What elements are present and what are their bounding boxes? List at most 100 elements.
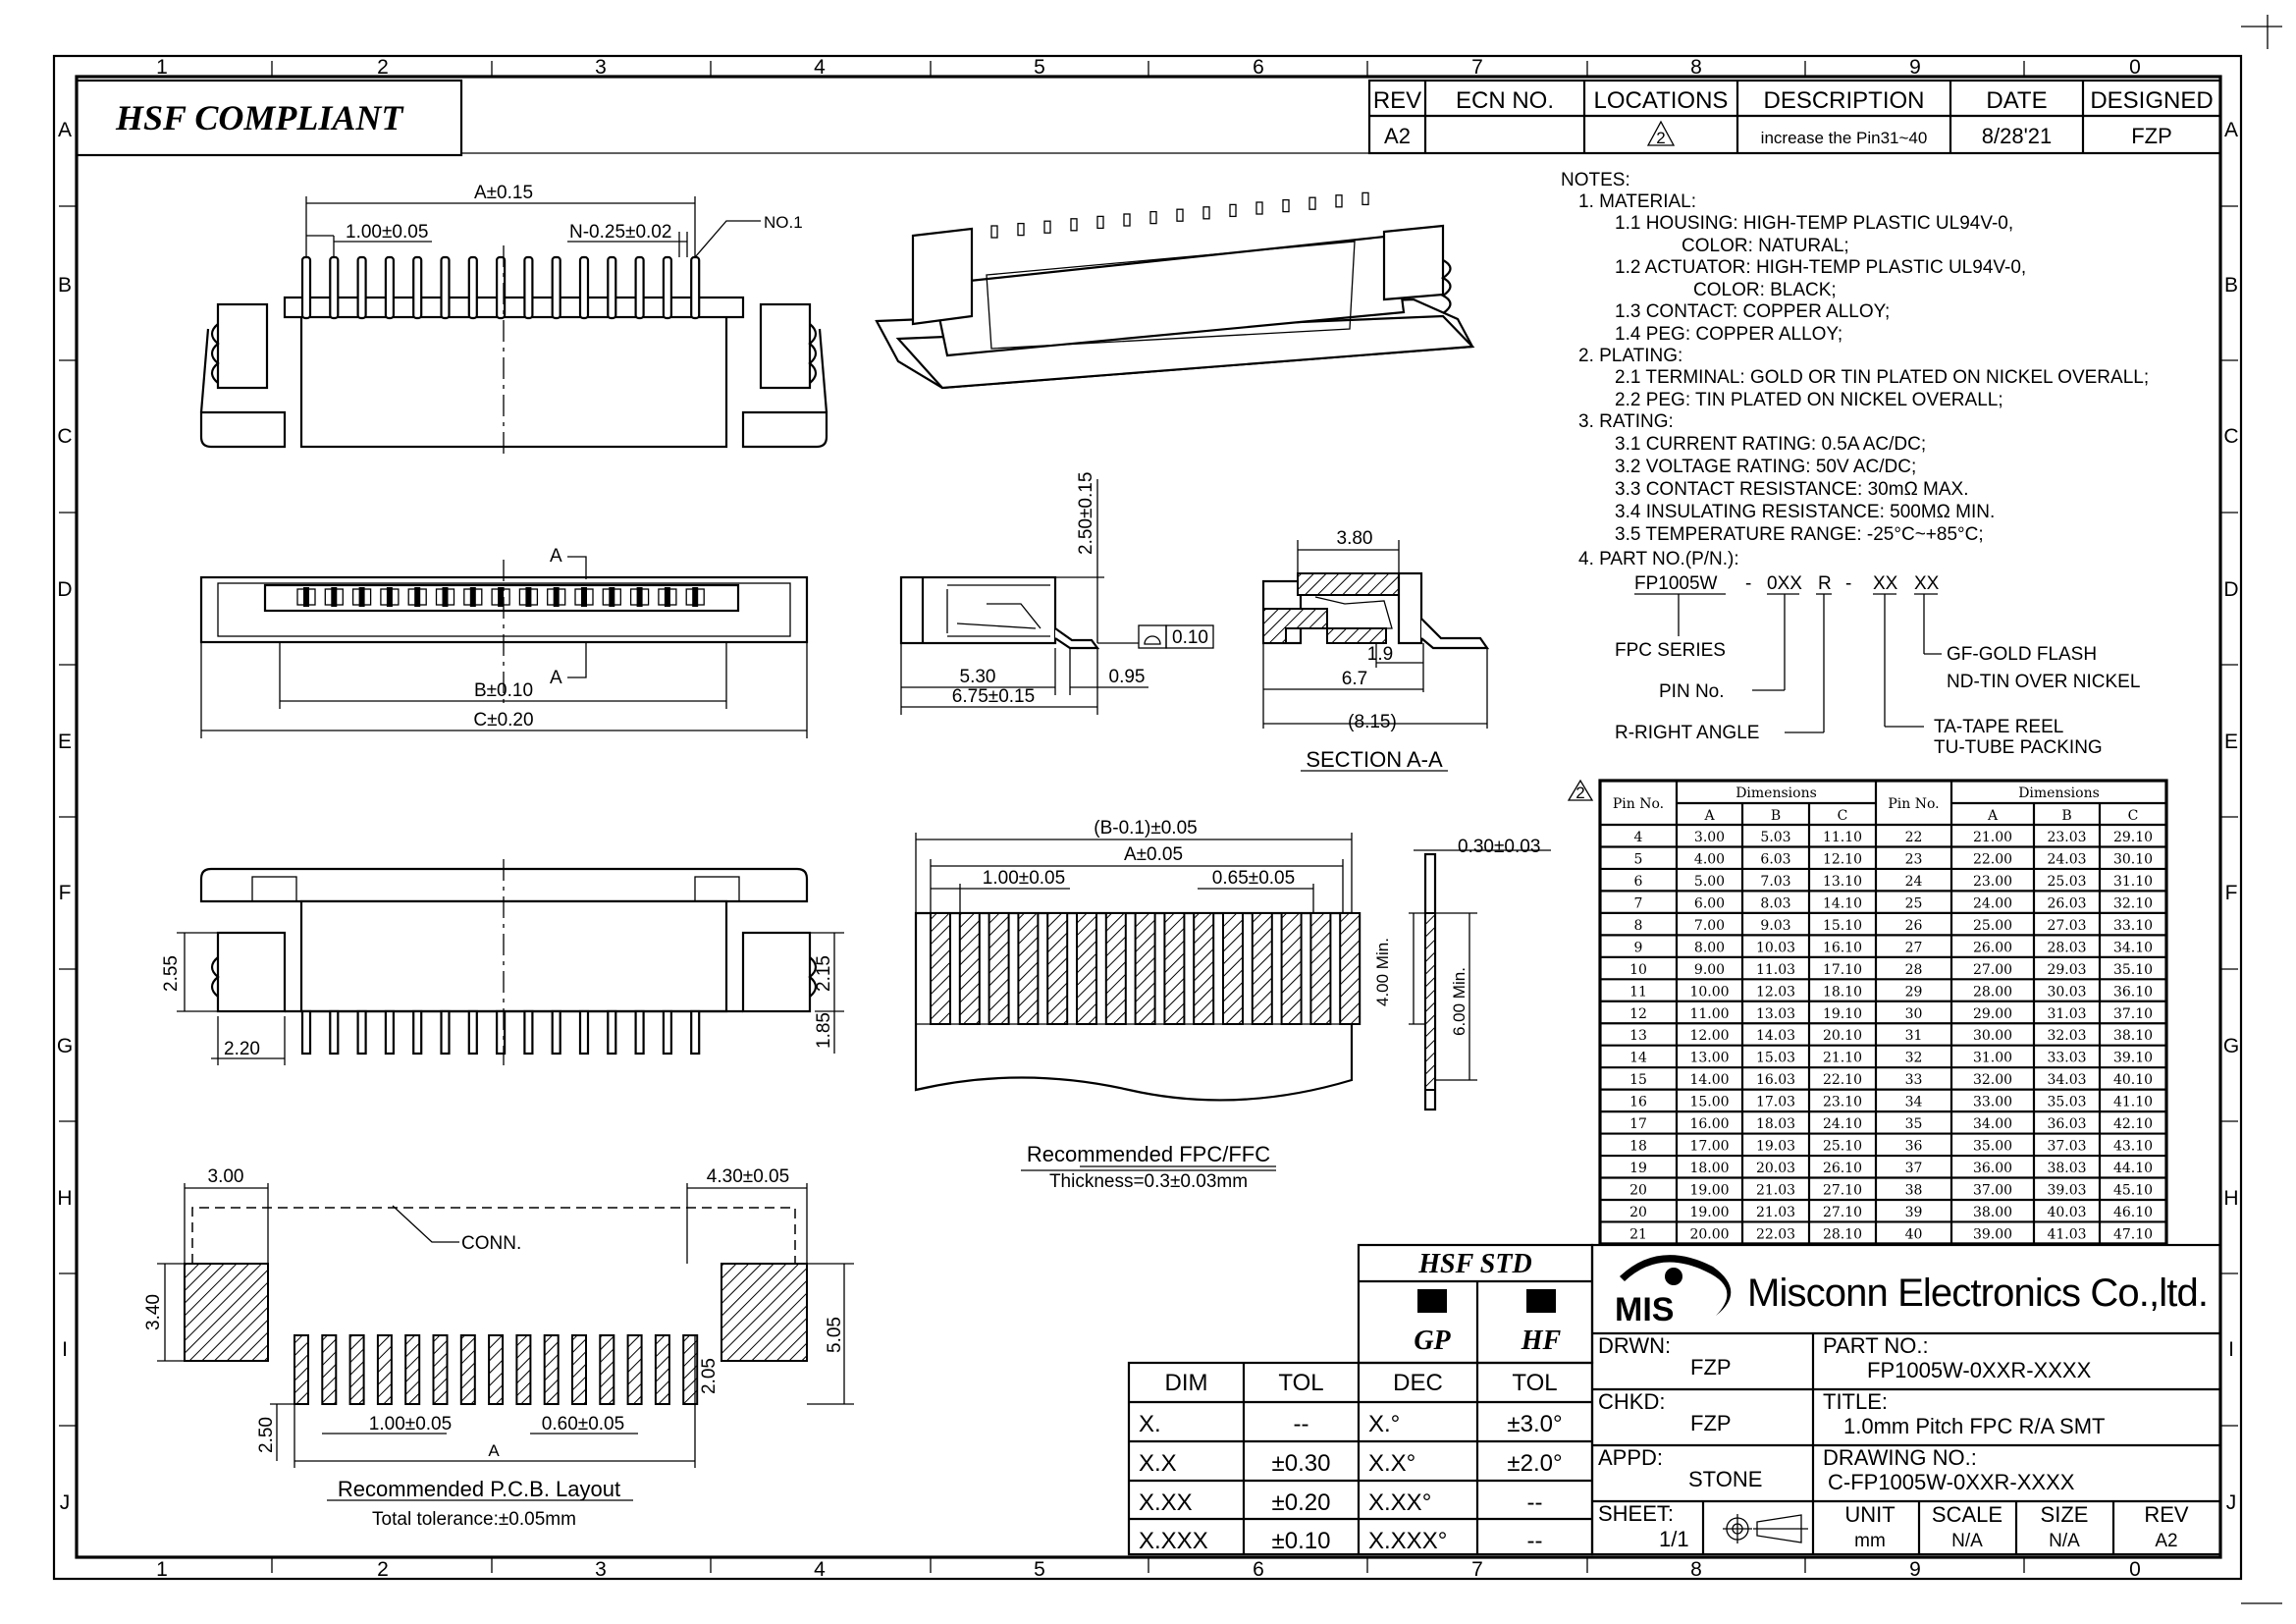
pn-series-label: FPC SERIES [1615,640,1726,661]
tolerance-cell: ±0.30 [1272,1450,1331,1477]
pin-table-cell: 13.00 [1689,1051,1729,1066]
pin-table-cell: 14 [1629,1051,1647,1066]
note-line: 3.3 CONTACT RESISTANCE: 30mΩ MAX. [1615,479,1969,500]
frame-row-label: J [2226,1491,2237,1514]
scale-value: N/A [1951,1531,1983,1551]
frame-row-label: E [58,731,72,753]
contact-pin [1308,196,1316,210]
pin-table-cell: 25 [1905,895,1923,911]
pn-plating-label: GF-GOLD FLASH [1947,644,2097,665]
fpc-conductor [1339,912,1362,1025]
rear-view: 2.55 2.20 2.15 1.85 [161,859,844,1065]
pin-table-cell: 38.10 [2113,1028,2153,1044]
fpc-conductor [1222,912,1244,1025]
pcb-pad [294,1334,309,1405]
pin-table-cell: 18.10 [1823,984,1862,1000]
contact-pin [634,1009,645,1056]
fpc-conductor [930,912,951,1025]
pin-table-cell: 20.10 [1823,1028,1862,1044]
pcb-pad [543,1334,560,1405]
pn-angle-label: R-RIGHT ANGLE [1615,723,1759,743]
frame-row-label: J [60,1491,71,1514]
pin-table-cell: 13 [1629,1028,1647,1044]
pin-table-cell: 28.00 [1973,984,2012,1000]
pin-table-cell: 22.10 [1823,1072,1862,1088]
contact-pin [1176,208,1184,222]
pin-table-cell: 22.00 [1973,851,2012,867]
pin-table-cell: 31.03 [2047,1006,2086,1022]
pcb-dim-label: 5.05 [825,1317,845,1353]
contact-pin [414,587,421,607]
section-marker-top: A [550,546,562,567]
pn-plating-label: ND-TIN OVER NICKEL [1947,672,2140,692]
frame-row-label: I [2228,1338,2234,1361]
pin-table-cell: 29.03 [2047,962,2086,978]
unit-label: UNIT [1844,1502,1895,1527]
frame-column-label: 8 [1690,1558,1702,1581]
pin-table-cell: 41.10 [2113,1095,2153,1110]
front-view: A±0.15 1.00±0.05 N-0.25±0.02 NO.1 [199,183,828,460]
pin-table-cell: 28.10 [1823,1226,1862,1242]
pin-table-cell: 5 [1634,851,1643,867]
contact-pin [303,587,309,607]
pin-table-cell: 41.03 [2047,1226,2086,1242]
revision-triangle-icon [1646,120,1676,146]
pin-table-cell: 28 [1905,962,1923,978]
pin-table-cell: 22 [1905,830,1923,845]
contact-pin [1255,201,1263,215]
pin-table-cell: 33.10 [2113,918,2153,934]
pin-table-cell: 23.03 [2047,830,2086,845]
frame-row-label: B [58,274,72,297]
pin-table-cell: 31.00 [1973,1051,2012,1066]
fpc-dim-label: 0.30±0.03 [1458,837,1540,857]
contact-pin [358,587,365,607]
contact-pin [551,255,561,320]
pin-table-cell: 39 [1905,1205,1923,1220]
section-dim-label: 6.7 [1342,669,1367,689]
pin-table-cell: 15 [1629,1072,1647,1088]
frame-column-label: 6 [1253,56,1264,79]
section-dim-label: (8.15) [1348,712,1397,732]
size-label: SIZE [2041,1502,2089,1527]
pin-table-cell: 8.00 [1694,940,1725,955]
pn-plating-code: XX [1914,573,1940,594]
pin-table-cell: 9.00 [1694,962,1725,978]
fpc-conductors [930,912,1362,1025]
pin-table-cell: 40 [1905,1226,1923,1242]
rev-table-cell: A2 [1384,124,1411,148]
pin-table-cell: 38.00 [1973,1205,2012,1220]
note-line: 1.3 CONTACT: COPPER ALLOY; [1615,301,1890,322]
fpc-dim-label: 6.00 Min. [1450,967,1468,1036]
pin-table-cell: 19.00 [1689,1205,1729,1220]
contact-pin [469,587,476,607]
side-dim-label: 0.95 [1109,667,1146,687]
contact-pins [990,191,1369,239]
pin-table-cell: 10.03 [1756,940,1795,955]
part-no-value: FP1005W-0XXR-XXXX [1867,1358,2092,1382]
note-line: 1. MATERIAL: [1578,191,1696,212]
dim-c-label: C±0.20 [473,710,533,731]
pin-table-cell: 14.00 [1689,1072,1729,1088]
rev-table-header: DATE [1986,87,2047,114]
dim-a-label: A±0.15 [474,183,533,203]
pcb-pad [348,1334,365,1405]
tolerance-cell: X.XXX° [1368,1528,1447,1554]
frame-column-label: 5 [1034,1558,1045,1581]
pcb-pad [682,1334,699,1405]
pin-table-cell: 40.03 [2047,1205,2086,1220]
pin-table-cell: 17.03 [1756,1095,1795,1110]
revision-marker: 2 [1575,784,1584,802]
contact-pin [412,255,423,320]
dimension-column-header: A [1987,808,1999,824]
pin-table-cell: 9 [1634,940,1643,955]
pin-table-cell: 13.03 [1756,1006,1795,1022]
pcb-dim-label: 1.00±0.05 [369,1414,452,1435]
pin-table-cell: 21 [1629,1226,1647,1242]
frame-row-label: H [2223,1187,2238,1210]
pin-table-cell: 34.03 [2047,1072,2086,1088]
note-line: COLOR: NATURAL; [1682,236,1849,256]
frame-column-label: 1 [156,1558,168,1581]
pin-table-cell: 35.03 [2047,1095,2086,1110]
frame-row-label: D [57,578,72,601]
